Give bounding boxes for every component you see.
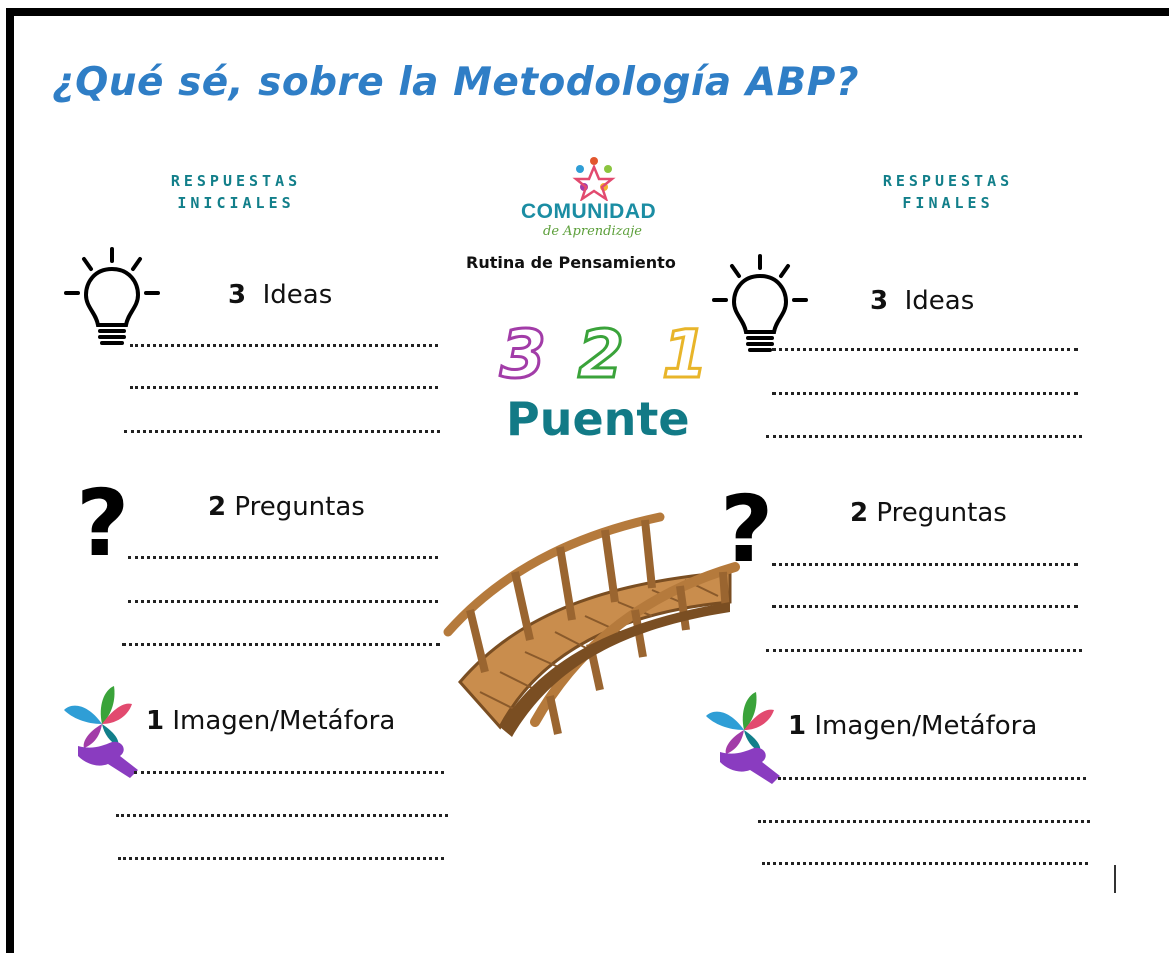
community-logo-icon [572,157,616,201]
right-preguntas-line-3[interactable] [766,649,1082,652]
logo-subtitle: de Aprendizaje [543,224,642,239]
right-column-heading: RESPUESTAS FINALES [838,170,1058,214]
digit-3: 3 [499,315,548,395]
left-imagen-label: 1 Imagen/Metáfora [146,706,395,736]
left-imagen-text: Imagen/Metáfora [172,706,396,736]
right-ideas-label: 3 Ideas [870,286,974,316]
right-ideas-line-3[interactable] [766,435,1082,438]
left-ideas-number: 3 [228,280,247,310]
right-imagen-number: 1 [788,711,807,741]
right-heading-line1: RESPUESTAS [882,172,1014,190]
right-imagen-line-2[interactable] [758,820,1090,823]
right-preguntas-line-1[interactable] [772,563,1078,566]
puente-label: Puente [506,392,690,446]
text-cursor [1114,865,1116,893]
question-mark-icon-right: ? [720,476,774,583]
right-ideas-line-1[interactable] [772,348,1078,351]
question-mark-icon: ? [76,470,130,577]
right-imagen-text: Imagen/Metáfora [814,711,1038,741]
butterfly-hand-icon [64,686,138,778]
right-heading-line2: FINALES [902,194,994,212]
worksheet-frame [6,8,1169,953]
left-heading-line2: INICIALES [177,194,295,212]
page-title: ¿Qué sé, sobre la Metodología ABP? [52,60,859,105]
routine-label: Rutina de Pensamiento [466,253,676,272]
left-imagen-line-3[interactable] [118,857,444,860]
right-ideas-text: Ideas [904,286,975,316]
left-preguntas-number: 2 [208,492,227,522]
left-column-heading: RESPUESTAS INICIALES [126,170,346,214]
left-ideas-label: 3 Ideas [228,280,332,310]
right-ideas-line-2[interactable] [772,392,1078,395]
right-preguntas-label: 2 Preguntas [850,498,1007,528]
right-preguntas-number: 2 [850,498,869,528]
digit-1: 1 [661,315,710,395]
logo-word: COMUNIDAD [521,200,657,223]
left-ideas-line-2[interactable] [130,386,438,389]
bridge-illustration [443,512,740,737]
lightbulb-icon-right [712,254,808,352]
left-ideas-line-3[interactable] [124,430,440,433]
left-imagen-number: 1 [146,706,165,736]
digit-2: 2 [577,315,626,395]
right-preguntas-line-2[interactable] [772,605,1078,608]
left-ideas-text: Ideas [262,280,333,310]
left-ideas-line-1[interactable] [130,344,438,347]
right-preguntas-text: Preguntas [876,498,1007,528]
right-imagen-line-1[interactable] [778,777,1086,780]
left-preguntas-line-1[interactable] [128,556,438,559]
left-preguntas-line-2[interactable] [128,600,438,603]
left-preguntas-text: Preguntas [234,492,365,522]
left-heading-line1: RESPUESTAS [170,172,302,190]
right-imagen-line-3[interactable] [762,862,1088,865]
left-preguntas-label: 2 Preguntas [208,492,365,522]
lightbulb-icon [64,247,160,345]
left-preguntas-line-3[interactable] [122,643,440,646]
right-ideas-number: 3 [870,286,889,316]
left-imagen-line-2[interactable] [116,814,448,817]
left-imagen-line-1[interactable] [134,771,444,774]
butterfly-hand-icon-right [706,692,780,784]
right-imagen-label: 1 Imagen/Metáfora [788,711,1037,741]
